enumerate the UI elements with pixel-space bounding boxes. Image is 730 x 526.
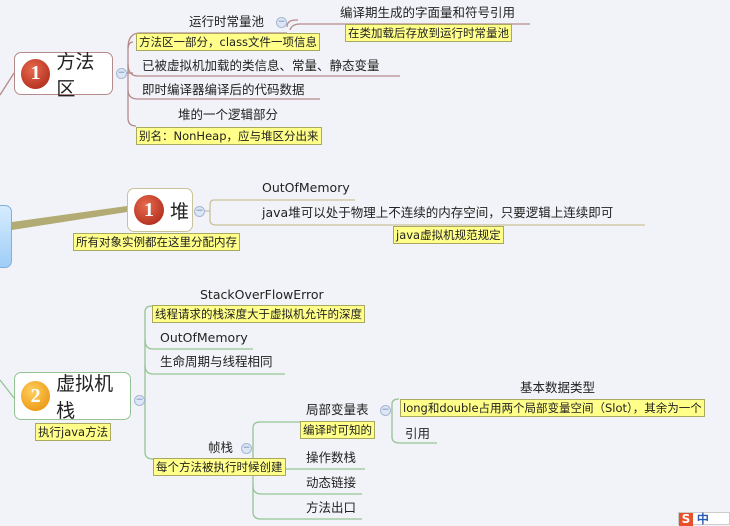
- local-vars-topic[interactable]: 局部变量表: [306, 402, 369, 417]
- stack-oom-topic[interactable]: OutOfMemory: [160, 330, 248, 345]
- priority-1-icon: 1: [134, 195, 164, 225]
- frame-topic[interactable]: 帧栈: [208, 440, 234, 455]
- runtime-pool-note: 方法区一部分，class文件一项信息: [136, 33, 321, 51]
- method-exit-topic[interactable]: 方法出口: [306, 500, 357, 515]
- local-vars-note: 编译时可知的: [300, 421, 375, 439]
- jit-code-topic[interactable]: 即时编译器编译后的代码数据: [142, 82, 305, 97]
- root-node[interactable]: [0, 205, 12, 268]
- heap-discontinuous-topic[interactable]: java堆可以处于物理上不连续的内存空间，只要逻辑上连续即可: [262, 205, 614, 220]
- ime-indicator[interactable]: S 中: [678, 512, 730, 526]
- collapse-icon[interactable]: −: [116, 68, 127, 79]
- lifecycle-topic[interactable]: 生命周期与线程相同: [160, 354, 273, 369]
- vm-stack-node[interactable]: 2 虚拟机栈: [14, 372, 131, 422]
- vm-stack-title: 虚拟机栈: [56, 373, 114, 422]
- class-info-topic[interactable]: 已被虚拟机加载的类信息、常量、静态变量: [142, 58, 380, 73]
- nonheap-note: 别名：NonHeap，应与堆区分出来: [136, 127, 322, 145]
- literal-symbol-note: 在类加载后存放到运行时常量池: [345, 24, 512, 42]
- heap-note: 所有对象实例都在这里分配内存: [73, 233, 240, 251]
- heap-title: 堆: [170, 200, 190, 223]
- collapse-icon[interactable]: −: [134, 395, 145, 406]
- sogou-logo-icon: S: [679, 513, 693, 526]
- priority-1-icon: 1: [21, 58, 51, 89]
- vm-stack-note: 执行java方法: [35, 423, 112, 441]
- collapse-icon[interactable]: −: [380, 405, 391, 416]
- stackoverflow-note: 线程请求的栈深度大于虚拟机允许的深度: [152, 305, 365, 323]
- collapse-icon[interactable]: −: [241, 443, 252, 454]
- heap-oom-topic[interactable]: OutOfMemory: [262, 180, 350, 195]
- ime-mode: 中: [696, 512, 709, 526]
- runtime-pool-topic[interactable]: 运行时常量池: [189, 14, 265, 29]
- dynamic-link-topic[interactable]: 动态链接: [306, 475, 357, 490]
- collapse-icon[interactable]: −: [276, 17, 287, 28]
- method-area-title: 方法区: [56, 50, 95, 100]
- priority-2-icon: 2: [21, 381, 51, 411]
- literal-symbol-topic[interactable]: 编译期生成的字面量和符号引用: [340, 5, 516, 20]
- jvm-spec-note: java虚拟机规范规定: [393, 226, 504, 244]
- root-to-heap-line: [12, 206, 127, 230]
- collapse-icon[interactable]: −: [194, 206, 205, 217]
- method-area-node[interactable]: 1 方法区: [14, 51, 113, 100]
- logical-part-topic[interactable]: 堆的一个逻辑部分: [178, 107, 279, 122]
- frame-note: 每个方法被执行时候创建: [153, 458, 286, 476]
- heap-node[interactable]: 1 堆: [127, 188, 193, 232]
- stackoverflow-topic[interactable]: StackOverFlowError: [200, 287, 324, 302]
- operand-stack-topic[interactable]: 操作数栈: [306, 450, 357, 465]
- primitive-topic[interactable]: 基本数据类型: [520, 380, 596, 395]
- reference-topic[interactable]: 引用: [405, 426, 431, 441]
- slot-note: long和double占用两个局部变量空间（Slot），其余为一个: [400, 399, 705, 417]
